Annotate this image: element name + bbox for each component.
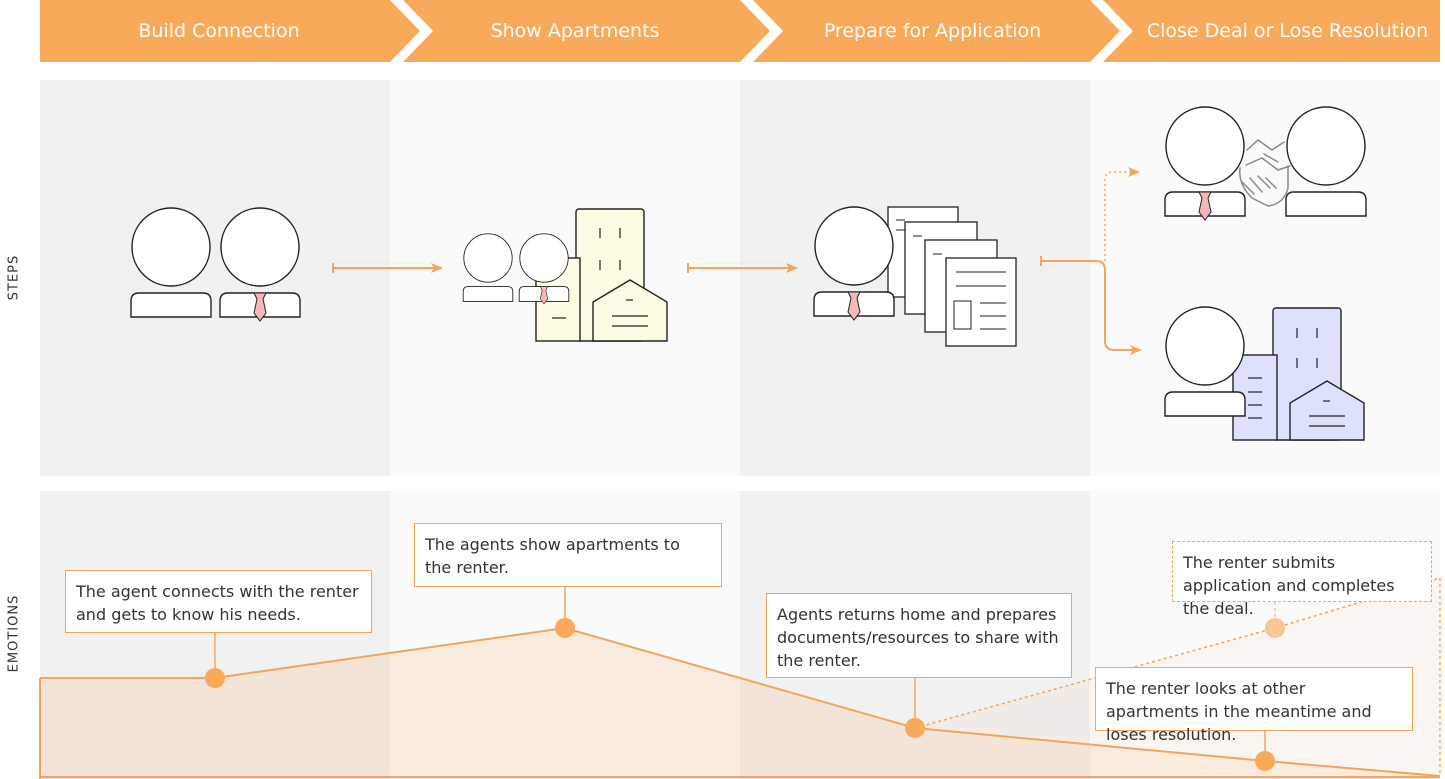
phase-chevron-4 [1103,0,1440,62]
emotion-point-prepare [905,718,925,738]
phase-chevrons [40,0,1440,62]
steps-cell-1 [40,80,390,476]
emotion-point-lose [1255,751,1275,771]
phase-bar: Build Connection Show Apartments Prepare… [0,0,1445,62]
phase-label-close-deal: Close Deal or Lose Resolution [1146,20,1429,42]
callout-lose: The renter looks at other apartments in … [1095,667,1413,744]
phase-chevron-2 [403,0,770,62]
handshake-icon [1164,106,1367,221]
callout-submit: The renter submits application and compl… [1172,541,1432,618]
people-with-buildings-icon [462,208,668,342]
emotion-area [40,628,1440,779]
phase-label-build-connection: Build Connection [138,20,300,42]
phase-label-show-apartments: Show Apartments [490,20,660,42]
branch-arrow [1040,167,1142,355]
phase-chevron-3 [753,0,1120,62]
phase-label-prepare-application: Prepare for Application [823,20,1042,42]
person-with-buildings-icon [1164,306,1365,441]
emotion-point-submit [1265,618,1285,638]
callout-prepare: Agents returns home and prepares documen… [766,593,1072,678]
phase-chevron-1 [40,0,420,62]
callout-show: The agents show apartments to the renter… [414,523,722,587]
person-with-documents-icon [813,206,1017,347]
emotion-point-show [555,618,575,638]
callout-connect: The agent connects with the renter and g… [65,570,372,633]
two-people-icon [130,207,301,322]
emotion-curve [40,626,1441,777]
emotion-point-connect [205,668,225,688]
